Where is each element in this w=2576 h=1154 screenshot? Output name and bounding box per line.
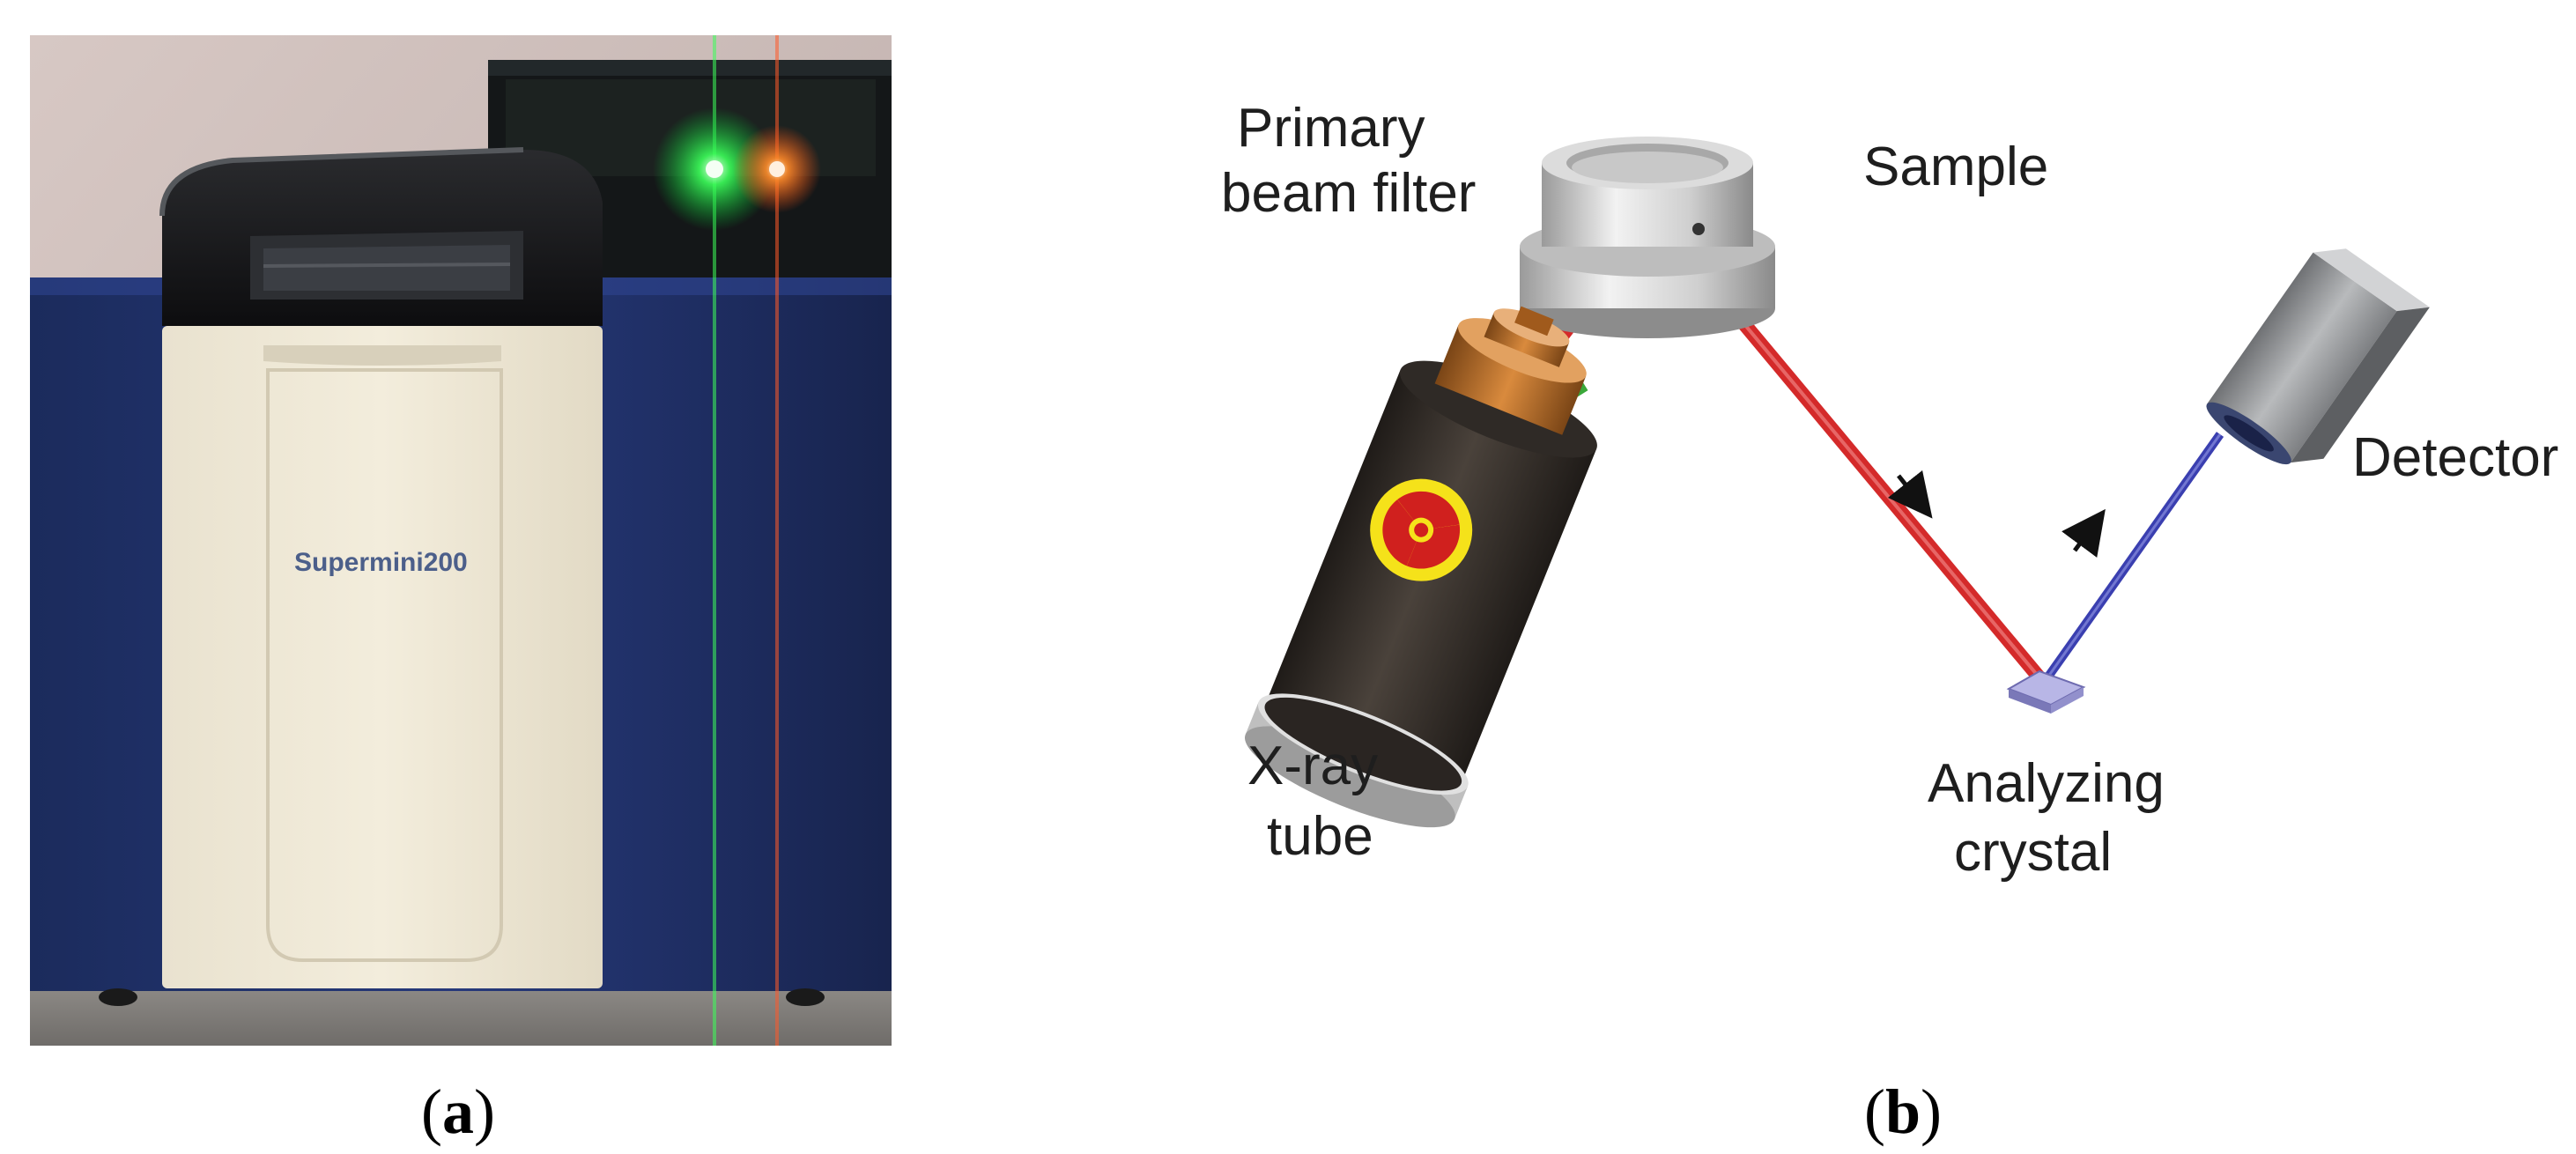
xray-tube-label-line1: X-ray [1247,736,1378,796]
radiation-symbol-icon [1370,478,1473,581]
orange-light-streak [775,35,779,1046]
instrument-photo-illustration: Supermini200 [30,35,892,1046]
green-light-streak [713,35,716,1046]
instrument-photo: Supermini200 [30,35,892,1046]
caption-b: (b) [1864,1076,1943,1147]
analyzing-crystal-label-line2: crystal [1954,822,2112,883]
instrument-logo: Supermini200 [294,548,468,577]
xray-tube-label-line2: tube [1267,806,1373,867]
analyzing-crystal-label-line1: Analyzing [1928,753,2165,814]
wdxrf-schematic: Primary beam filter Sample Detector X-ra… [1216,35,2576,1004]
front-door-outline [266,368,503,962]
sample-label: Sample [1863,137,2048,197]
arrow-to-crystal [1887,470,1933,519]
detector [2206,248,2430,465]
caption-a: (a) [421,1076,495,1147]
arrow-to-detector [2062,508,2106,558]
primary-beam-filter-label-line2: beam filter [1221,163,1476,224]
detector-label: Detector [2352,427,2558,488]
front-panel [162,326,603,988]
floor [30,987,892,1046]
caption-b-letter: b [1884,1076,1921,1147]
wdxrf-schematic-svg: Primary beam filter Sample Detector X-ra… [1221,98,2558,883]
primary-beam-filter-label-line1: Primary [1237,98,1425,159]
xray-tube [1244,306,1597,828]
sample-cup [1520,137,1775,338]
caption-a-letter: a [441,1076,474,1147]
analyzing-crystal [2006,669,2086,714]
